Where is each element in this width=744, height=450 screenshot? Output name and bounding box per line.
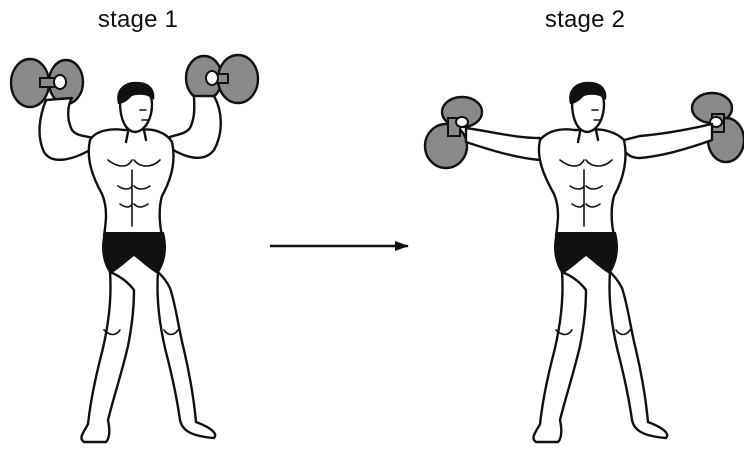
stage-1-left-dumbbell xyxy=(9,57,85,109)
stage-1-label: stage 1 xyxy=(97,6,179,33)
stage-1-figure xyxy=(9,53,260,444)
stage-2-left-dumbbell xyxy=(423,95,484,170)
stage-1-right-dumbbell xyxy=(184,53,260,105)
stage-2-figure xyxy=(423,81,744,444)
stage-2-label: stage 2 xyxy=(544,6,626,33)
stage-2-right-dumbbell xyxy=(690,91,744,164)
